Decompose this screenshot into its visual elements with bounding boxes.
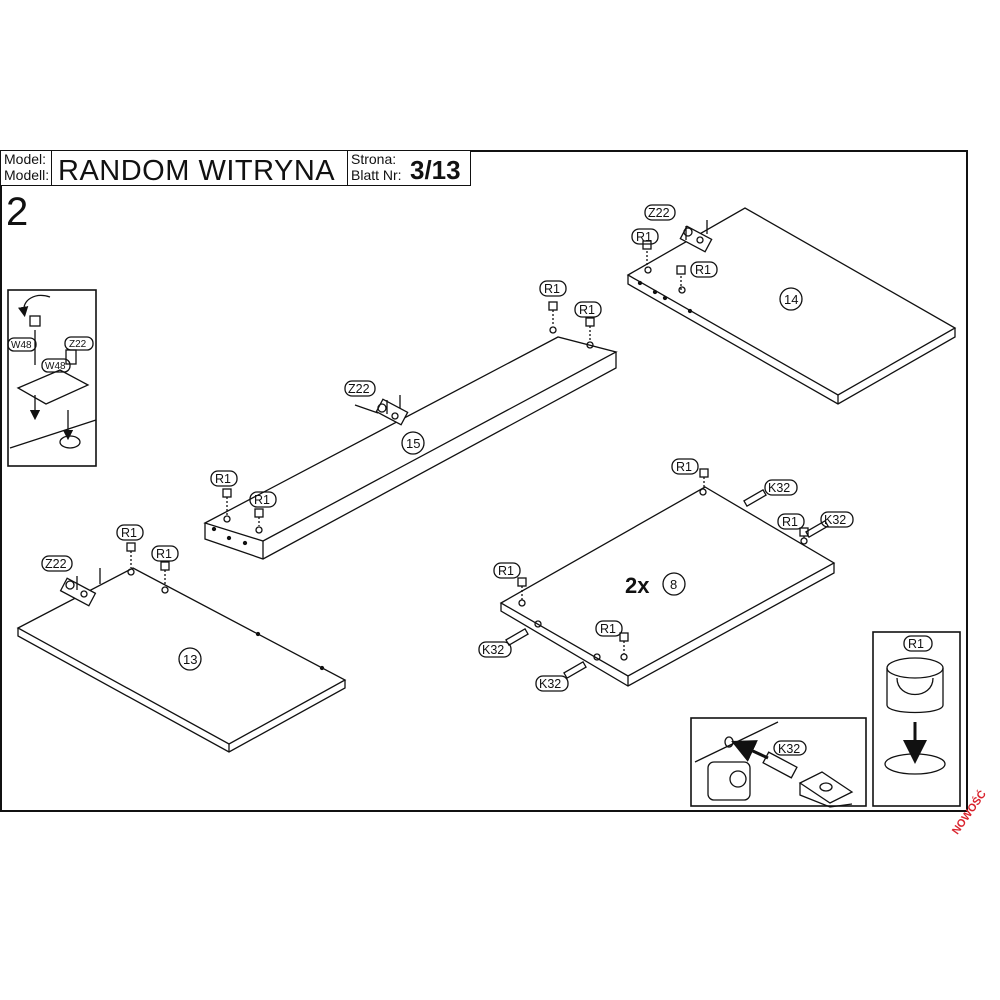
part-14-label: 14 <box>784 292 798 307</box>
hinge-z22-on-13 <box>59 568 101 607</box>
page-label-pl: Strona: <box>351 151 397 167</box>
page-cell <box>347 150 471 186</box>
k32-tag: K32 <box>539 677 561 691</box>
model-label-de: Modell: <box>4 167 50 183</box>
panel-15 <box>203 326 618 560</box>
quantity-label: 2x <box>625 573 650 598</box>
panel-8 <box>499 486 836 687</box>
panel-14 <box>626 207 957 405</box>
r1-tag: R1 <box>695 263 711 277</box>
hinge-z22-on-15 <box>354 395 409 426</box>
w48-tag: W48 <box>11 340 32 351</box>
r1-tag: R1 <box>121 526 137 540</box>
part-14-marker <box>779 287 803 311</box>
part-8-marker <box>662 572 686 596</box>
r1-tag: R1 <box>579 303 595 317</box>
part-15-label: 15 <box>406 436 420 451</box>
diagram-frame <box>0 150 968 812</box>
dowel-k32-a <box>743 489 767 507</box>
r1-tag: R1 <box>908 637 924 651</box>
dowel-k32-b <box>805 520 829 538</box>
k32-tag: K32 <box>778 742 800 756</box>
w48-tag: W48 <box>45 361 66 372</box>
z22-tag: Z22 <box>69 339 87 350</box>
part-15-marker <box>401 431 425 455</box>
inset-hinge-detail <box>7 289 97 467</box>
z22-tag: Z22 <box>648 206 670 220</box>
z22-tag: Z22 <box>45 557 67 571</box>
labels-text: 14 15 13 8 2x R1 R1 Z22 R1 R1 Z22 R1 R1 … <box>11 206 924 756</box>
z22-tag: Z22 <box>348 382 370 396</box>
inset-cam-lock-detail <box>872 631 961 807</box>
page-label-de: Blatt Nr: <box>351 167 402 183</box>
model-label-cell <box>0 150 52 186</box>
model-name: RANDOM WITRYNA <box>58 155 336 187</box>
label-ovals <box>41 204 854 692</box>
k32-tag: K32 <box>482 643 504 657</box>
k32-tag: K32 <box>824 513 846 527</box>
page-number: 3/13 <box>410 155 461 185</box>
inset-dowel-detail <box>690 717 867 808</box>
model-label-pl: Model: <box>4 151 47 167</box>
part-8-label: 8 <box>670 577 677 592</box>
k32-tag: K32 <box>768 481 790 495</box>
r1-tag: R1 <box>544 282 560 296</box>
r1-tag: R1 <box>600 622 616 636</box>
r1-tag: R1 <box>215 472 231 486</box>
part-13-marker <box>178 647 202 671</box>
panel-13 <box>16 567 347 753</box>
model-name-cell <box>51 150 348 186</box>
part-13-label: 13 <box>183 652 197 667</box>
step-number: 2 <box>6 190 29 234</box>
r1-tag: R1 <box>782 515 798 529</box>
hinge-z22-on-14 <box>679 220 713 253</box>
r1-tag: R1 <box>676 460 692 474</box>
r1-tag: R1 <box>498 564 514 578</box>
r1-tag: R1 <box>254 493 270 507</box>
r1-tag: R1 <box>636 230 652 244</box>
dowel-k32-d <box>563 661 587 679</box>
dowel-k32-c <box>505 628 529 646</box>
r1-tag: R1 <box>156 547 172 561</box>
